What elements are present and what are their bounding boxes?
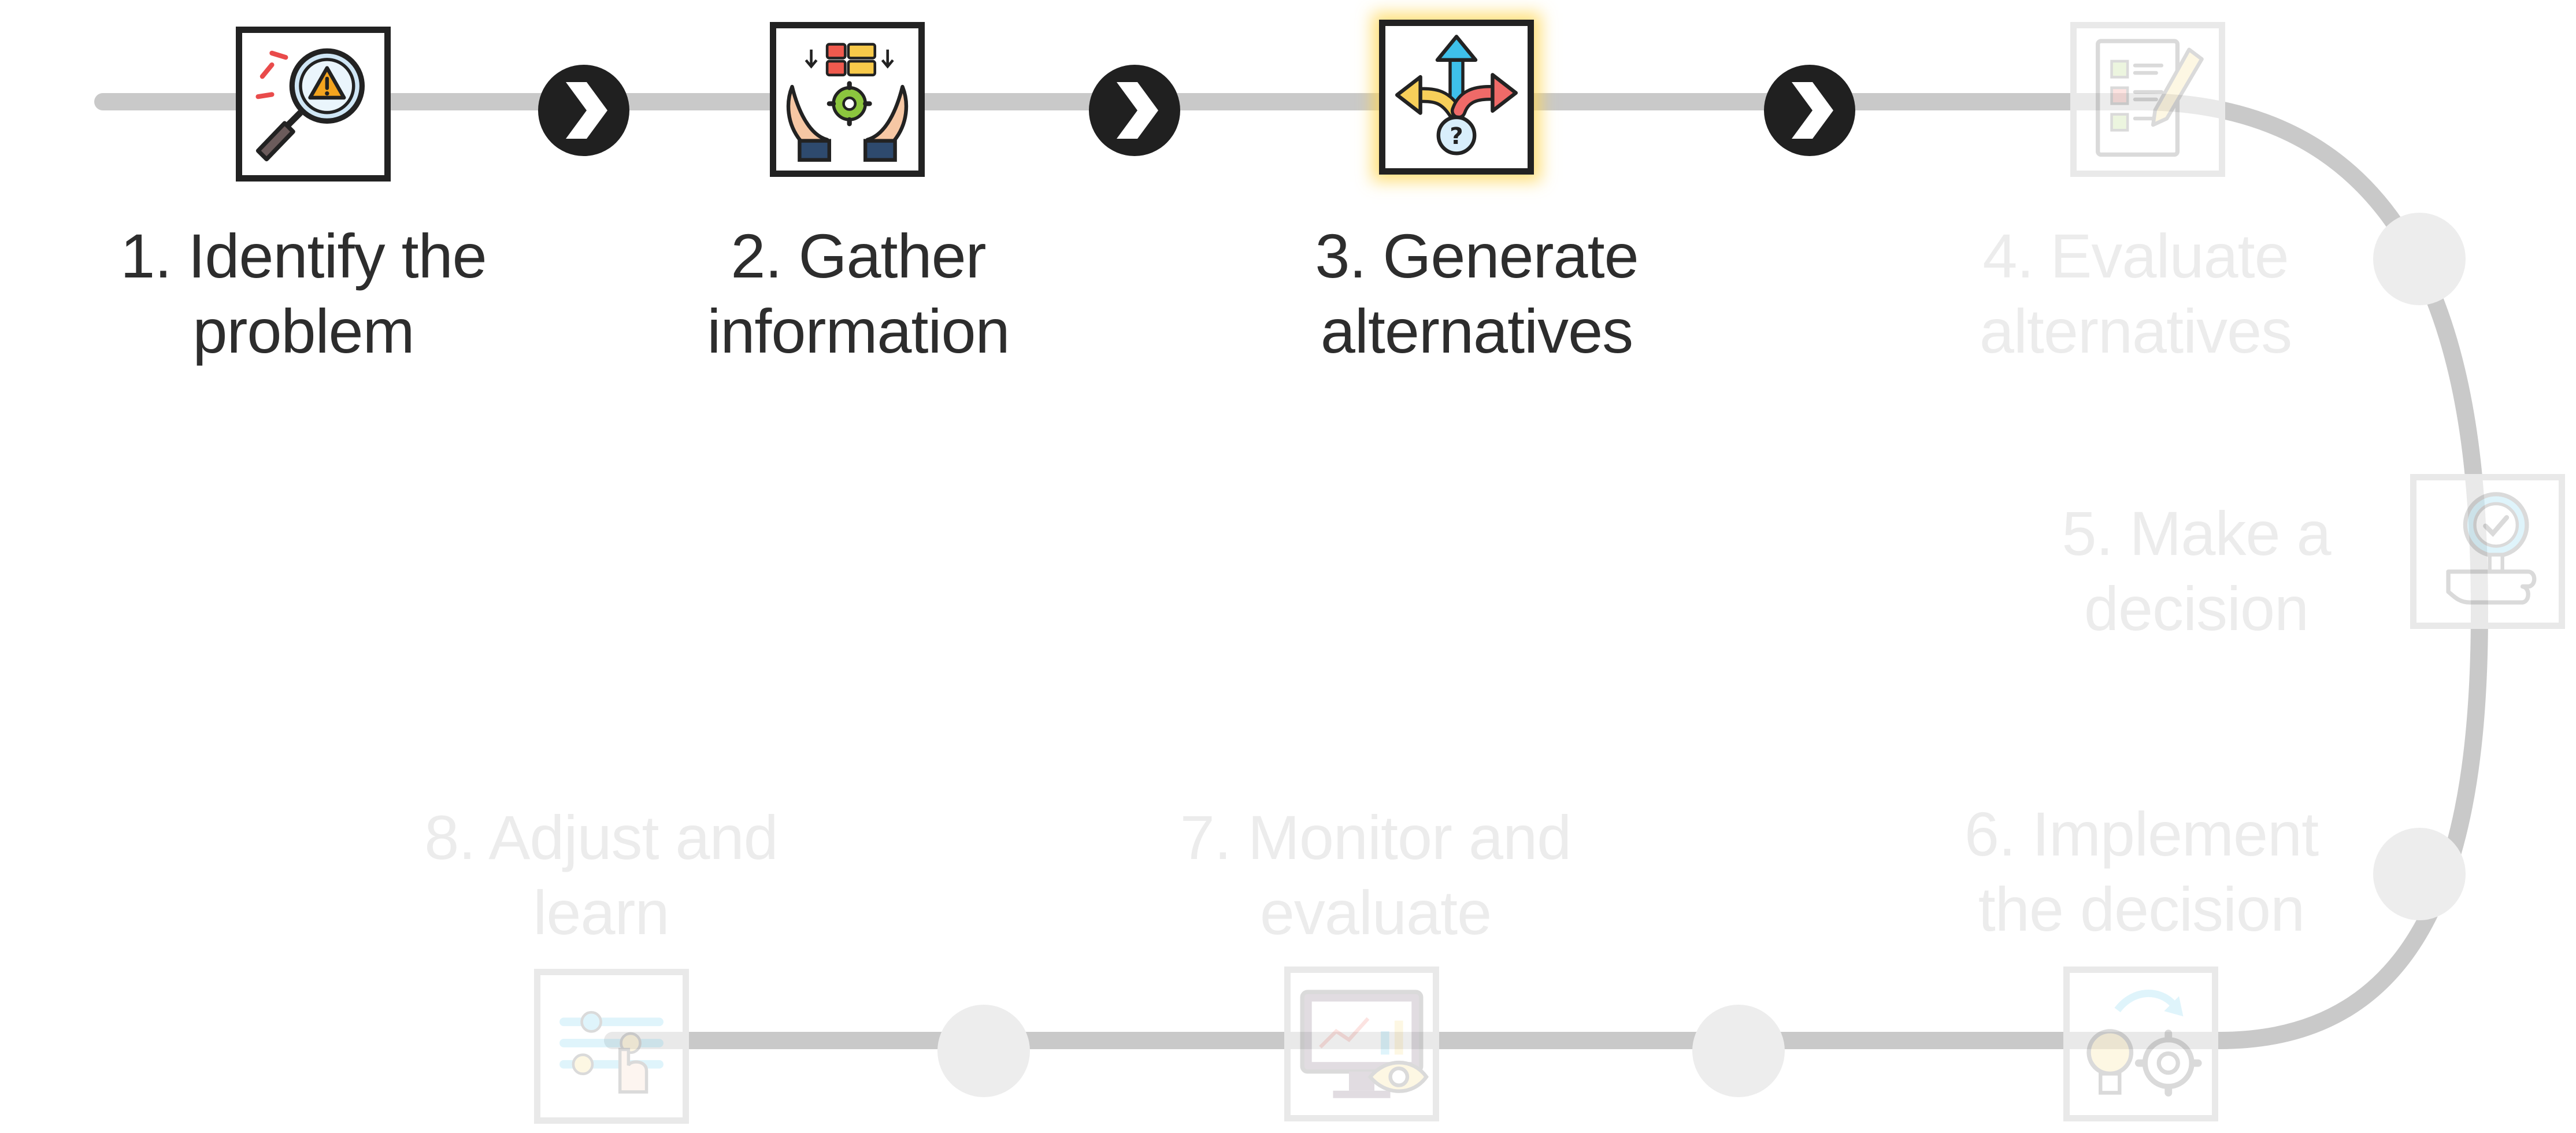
step-3-icon-box[interactable]: ?: [1379, 20, 1534, 175]
chevron-right-icon: [566, 82, 607, 139]
branching-arrows-question-icon: ?: [1395, 35, 1518, 155]
step-6-label: 6. Implement the decision: [1925, 797, 2358, 947]
step-6-label-line-1: 6. Implement: [1964, 799, 2319, 869]
step-7-label-line-2: evaluate: [1259, 877, 1492, 947]
step-3-label-line-2: alternatives: [1320, 296, 1633, 366]
step-7-label-line-1: 7. Monitor and: [1180, 802, 1571, 872]
connector-dot-4: [937, 1005, 1030, 1097]
chevron-right-icon: [1117, 82, 1158, 139]
step-5-icon-box[interactable]: [2410, 474, 2565, 629]
magnifier-warning-icon: [255, 48, 365, 162]
step-2-label-line-2: information: [707, 296, 1010, 366]
step-2-label: 2. Gather information: [642, 219, 1075, 369]
step-5-label-line-1: 5. Make a: [2062, 498, 2331, 568]
chevron-connector-3: [1764, 65, 1855, 156]
step-7-icon-box[interactable]: [1284, 967, 1439, 1121]
chevron-connector-1: [538, 65, 629, 156]
step-7-label: 7. Monitor and evaluate: [1139, 800, 1613, 950]
step-2-label-line-1: 2. Gather: [731, 221, 986, 291]
monitor-eye-icon: [1300, 990, 1429, 1098]
step-3-label-line-1: 3. Generate: [1315, 221, 1639, 291]
step-1-label-line-1: 1. Identify the: [120, 221, 487, 291]
step-1-label-line-2: problem: [192, 296, 414, 366]
connector-dot-1: [2373, 213, 2466, 305]
bulb-gear-icon: [2086, 990, 2202, 1097]
chevron-right-icon: [1792, 82, 1833, 139]
step-6-label-line-2: the decision: [1978, 874, 2305, 944]
step-1-icon-box[interactable]: [236, 27, 391, 182]
connector-dot-3: [1692, 1005, 1785, 1097]
chevron-connector-2: [1089, 65, 1180, 156]
checklist-pencil-icon: [2096, 39, 2204, 157]
step-8-icon-box[interactable]: [534, 969, 689, 1124]
hand-check-badge-icon: [2446, 492, 2537, 605]
step-5-label: 5. Make a decision: [1988, 496, 2404, 646]
step-3-label: 3. Generate alternatives: [1260, 219, 1693, 369]
step-4-icon-box[interactable]: [2070, 22, 2225, 177]
step-2-icon-box[interactable]: [770, 22, 925, 177]
connector-dot-2: [2373, 828, 2466, 920]
step-8-label-line-2: learn: [533, 877, 669, 947]
step-4-label-line-2: alternatives: [1979, 296, 2292, 366]
step-6-icon-box[interactable]: [2063, 967, 2218, 1121]
step-8-label-line-1: 8. Adjust and: [424, 802, 778, 872]
step-8-label: 8. Adjust and learn: [370, 800, 832, 950]
step-4-label: 4. Evaluate alternatives: [1919, 219, 2352, 369]
step-1-label: 1. Identify the problem: [87, 219, 520, 369]
step-5-label-line-2: decision: [2084, 573, 2309, 643]
svg-text:?: ?: [1450, 123, 1463, 150]
step-4-label-line-1: 4. Evaluate: [1982, 221, 2289, 291]
hands-gear-checklist-icon: [786, 43, 909, 162]
sliders-hand-icon: [559, 1010, 664, 1094]
